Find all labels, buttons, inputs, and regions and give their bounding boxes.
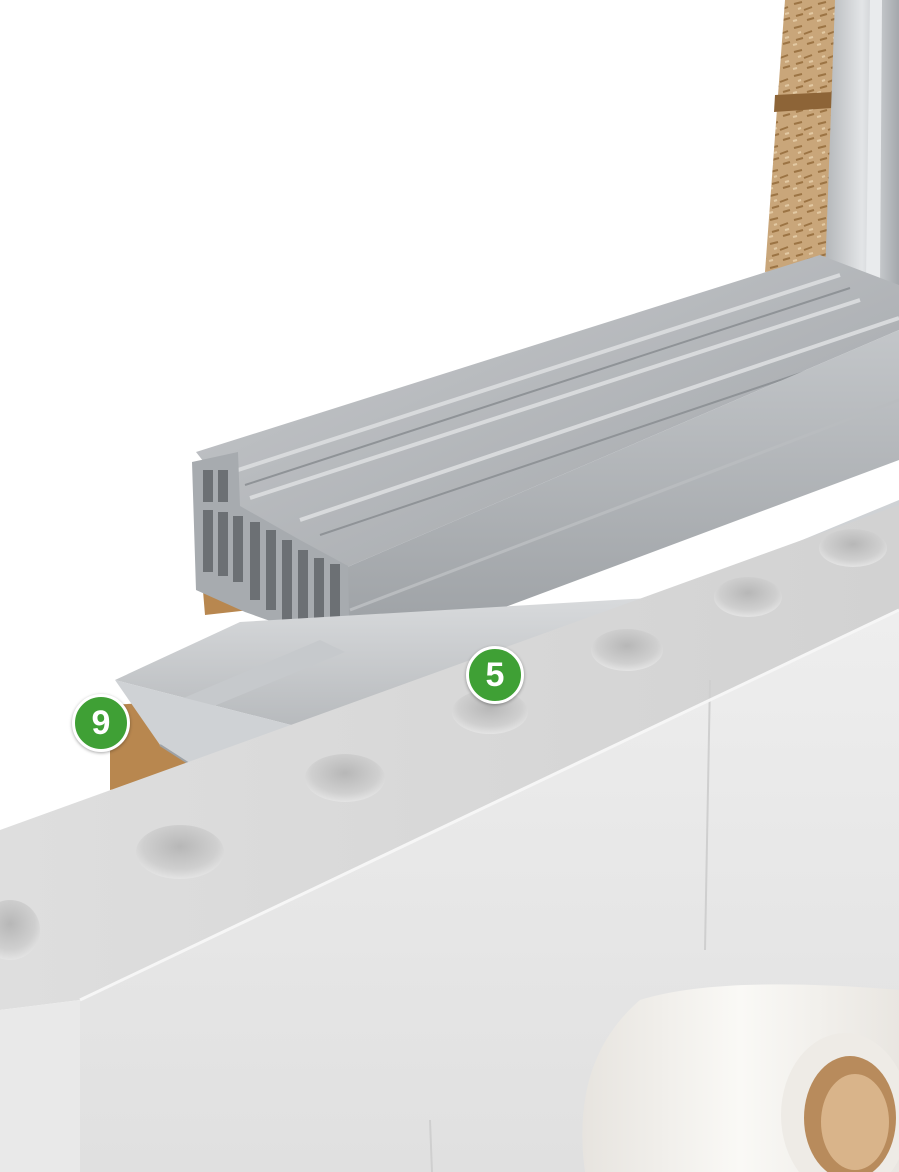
- sill-pan-channel: [160, 640, 345, 718]
- block-joints: [429, 679, 711, 1172]
- callout-number: 5: [485, 656, 505, 694]
- callout-badge-9: 9: [72, 694, 130, 752]
- wood-strip: [774, 92, 833, 112]
- osb-sheathing: [765, 0, 840, 272]
- callout-badge-5: 5: [466, 646, 524, 704]
- callout-number: 9: [91, 704, 111, 742]
- foam-holes: [0, 529, 887, 960]
- tape-roll-illustration: [582, 984, 899, 1172]
- frame-ridges: [237, 273, 899, 522]
- frame-chambers: [203, 470, 340, 644]
- window-jamb-channel: [866, 0, 882, 285]
- window-frame-top: [196, 255, 899, 568]
- window-frame-front: [345, 330, 899, 665]
- window-jamb: [825, 0, 899, 300]
- foam-block-top: [0, 505, 899, 1010]
- foam-block-side: [0, 1000, 80, 1172]
